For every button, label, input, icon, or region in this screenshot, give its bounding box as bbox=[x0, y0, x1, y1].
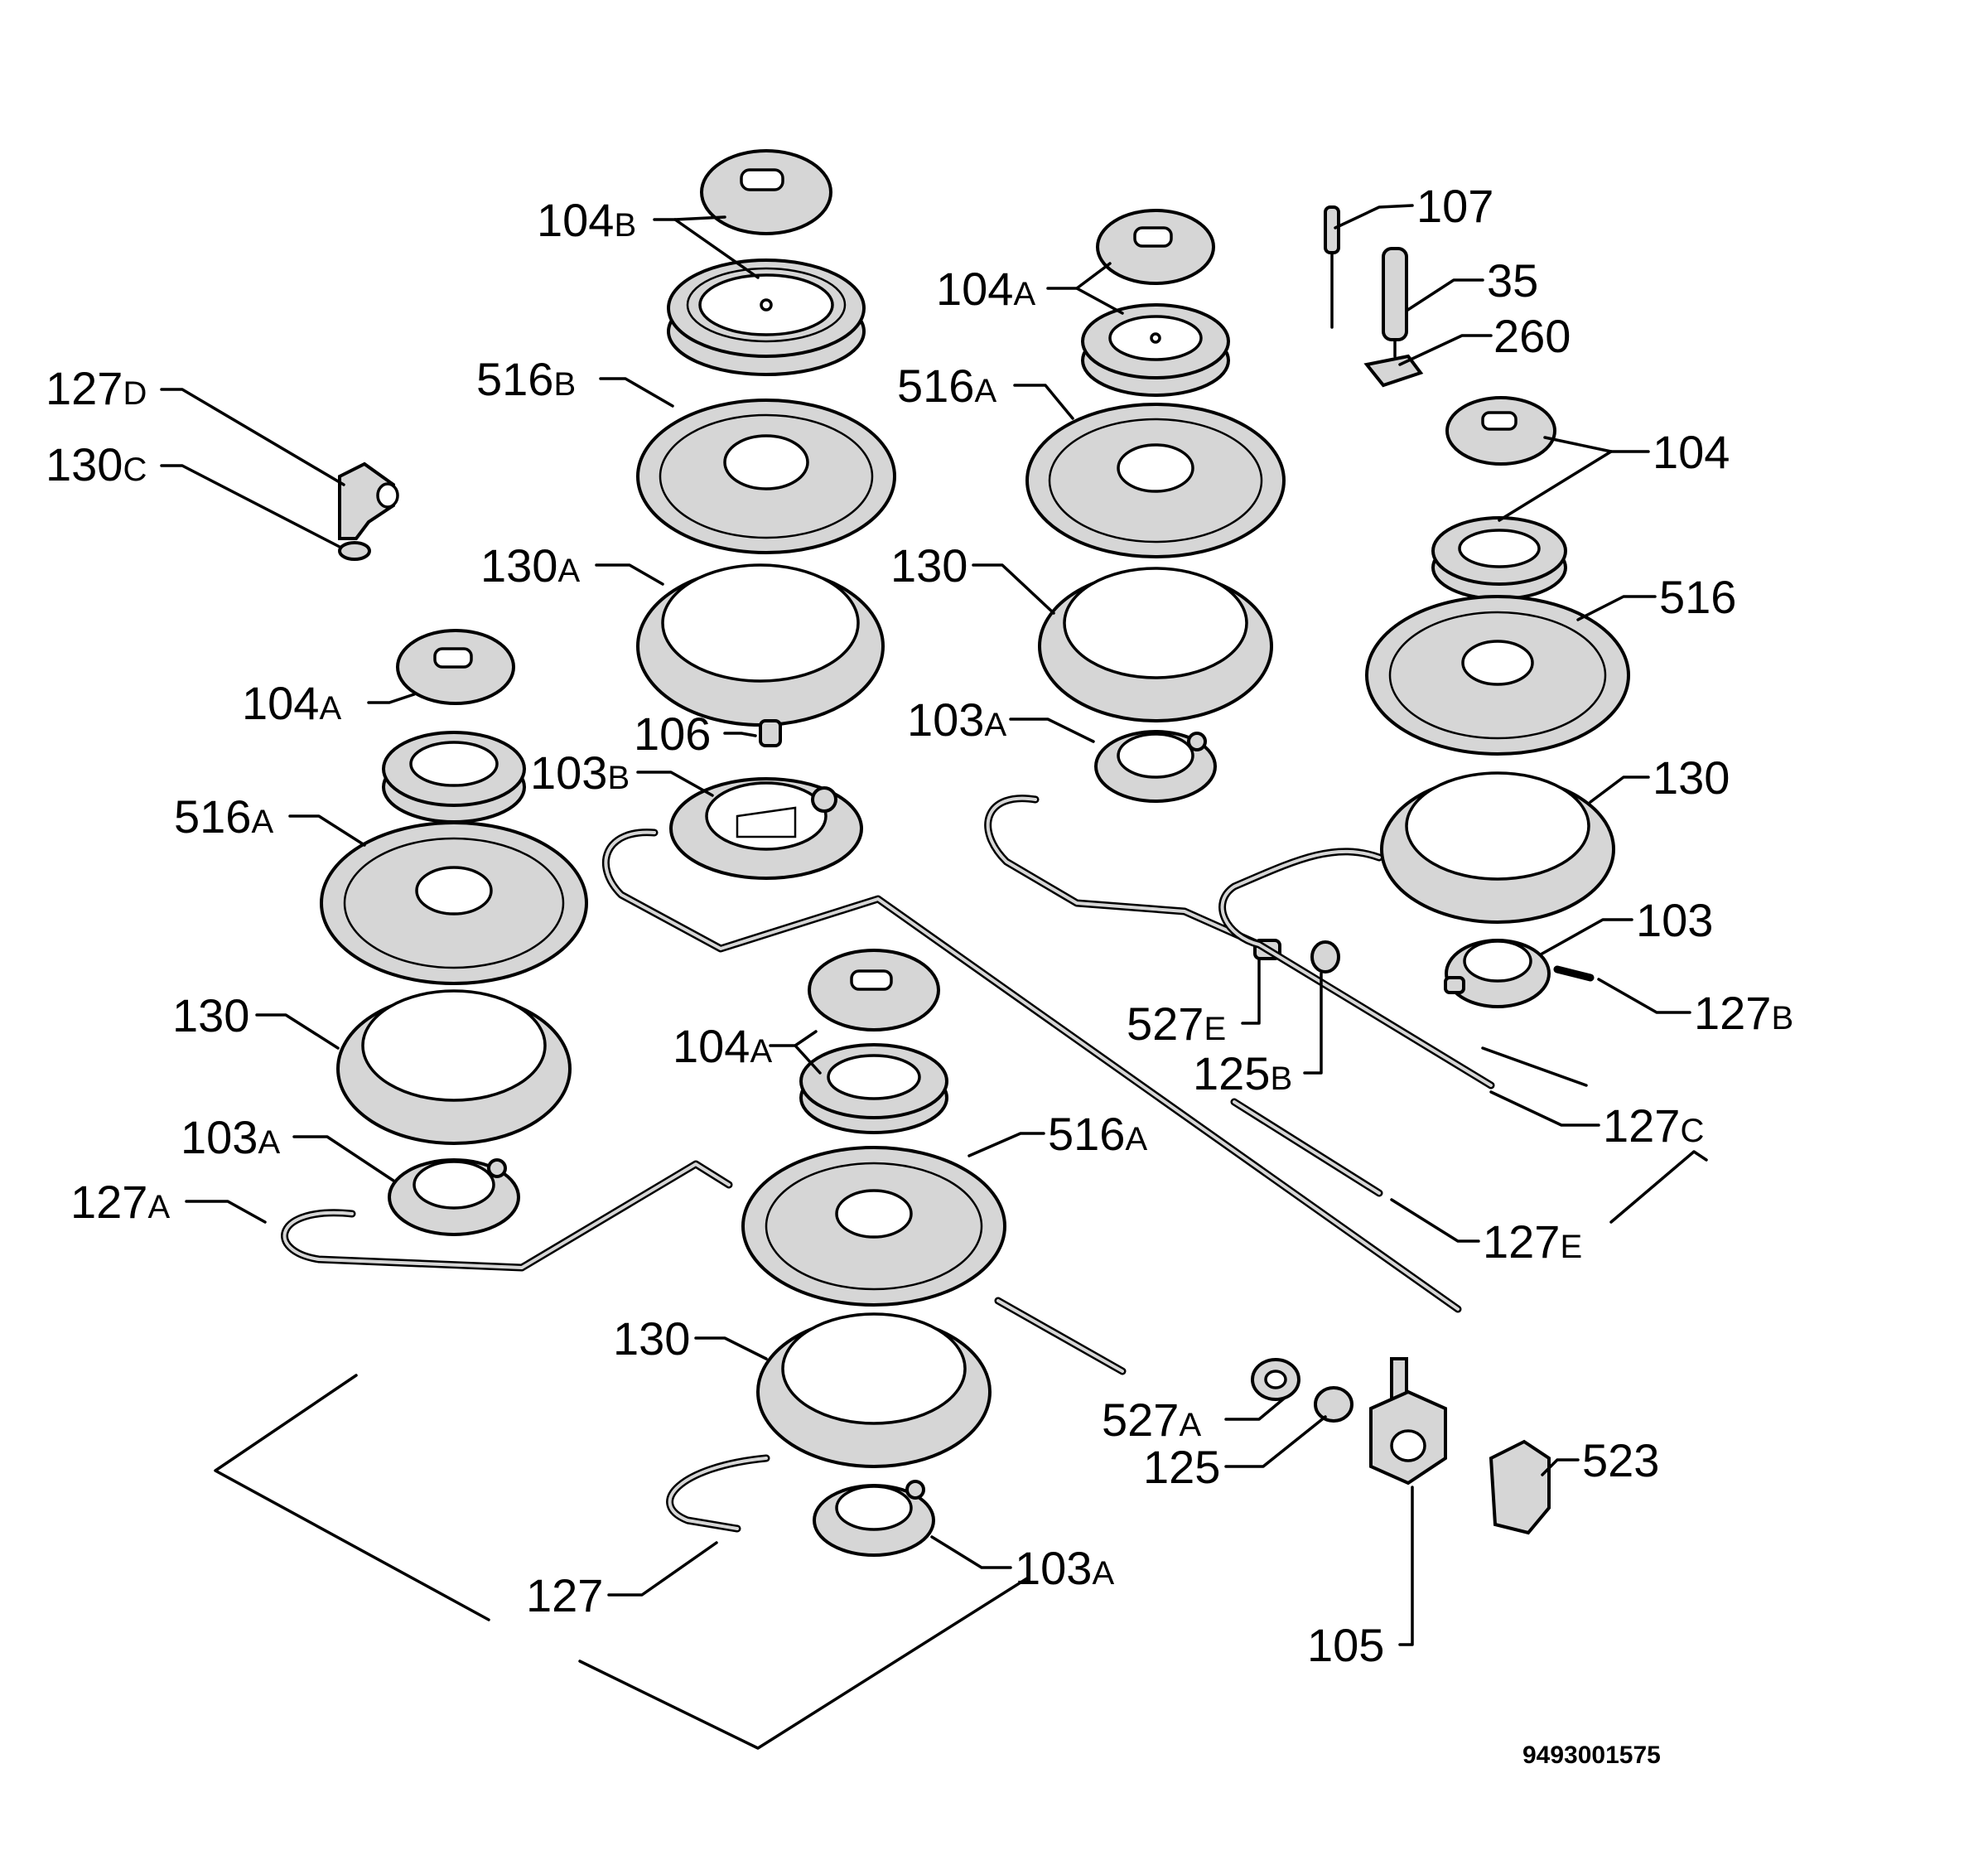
burner-104-crown bbox=[1431, 516, 1567, 601]
burner-104a-bottom-cap bbox=[808, 949, 940, 1032]
label-516a-bottom: 516A bbox=[1048, 1108, 1147, 1160]
group-brackets bbox=[214, 1150, 1708, 1750]
label-125b: 125B bbox=[1193, 1047, 1292, 1099]
label-516: 516 bbox=[1659, 571, 1736, 623]
burner-516a-left-plate bbox=[320, 821, 588, 985]
gas-tubes bbox=[281, 795, 1595, 1533]
clip-260 bbox=[1363, 354, 1424, 388]
bracket-523 bbox=[1489, 1439, 1551, 1535]
burner-104a-top-crown bbox=[1081, 303, 1230, 397]
burner-516-plate bbox=[1365, 595, 1630, 756]
burner-104a-bottom-crown bbox=[799, 1043, 948, 1134]
label-107: 107 bbox=[1416, 180, 1493, 232]
burner-130-bottom-ring bbox=[756, 1312, 992, 1468]
injector-106 bbox=[759, 719, 782, 747]
burner-103a-bottom-cup bbox=[813, 1480, 935, 1557]
burner-103b-cup bbox=[669, 777, 863, 880]
elbow-127d bbox=[338, 461, 399, 540]
label-516a-left: 516A bbox=[174, 790, 273, 843]
drawing-reference-number: 9493001575 bbox=[1522, 1742, 1661, 1769]
burner-104b-cap bbox=[700, 149, 832, 235]
burner-104b-crown bbox=[667, 258, 866, 376]
burner-104a-left-crown bbox=[382, 731, 526, 824]
label-516b: 516B bbox=[476, 353, 576, 405]
washer-130c bbox=[338, 541, 371, 561]
label-103a-bottom: 103A bbox=[1015, 1542, 1114, 1594]
label-130-bottom: 130 bbox=[613, 1312, 690, 1365]
label-104a-bottom: 104A bbox=[673, 1020, 772, 1072]
label-127c: 127C bbox=[1603, 1099, 1704, 1152]
label-130c: 130C bbox=[46, 438, 147, 490]
burner-516a-bottom-plate bbox=[741, 1146, 1006, 1307]
label-127d: 127D bbox=[46, 362, 147, 414]
label-104a-top: 104A bbox=[936, 263, 1035, 315]
label-35: 35 bbox=[1487, 254, 1538, 307]
label-104b: 104B bbox=[537, 194, 636, 246]
burner-130-left-ring bbox=[336, 989, 572, 1145]
label-106: 106 bbox=[634, 708, 711, 760]
burner-130-right-ring bbox=[1380, 771, 1615, 924]
label-127b: 127B bbox=[1694, 987, 1793, 1039]
label-260: 260 bbox=[1493, 310, 1571, 362]
label-523: 523 bbox=[1582, 1434, 1659, 1486]
leader-lines bbox=[160, 204, 1691, 1646]
nut-125 bbox=[1314, 1386, 1353, 1423]
label-130-mid: 130 bbox=[890, 539, 967, 592]
thermocouple-107 bbox=[1324, 205, 1340, 329]
label-104a-left: 104A bbox=[242, 677, 341, 729]
label-130-right: 130 bbox=[1653, 751, 1730, 804]
burner-104a-top-cap bbox=[1096, 209, 1215, 285]
label-103a-mid: 103A bbox=[907, 693, 1006, 746]
label-103: 103 bbox=[1636, 894, 1713, 946]
label-105: 105 bbox=[1307, 1619, 1384, 1671]
label-527e: 527E bbox=[1127, 998, 1226, 1050]
nut-125b bbox=[1310, 940, 1340, 974]
burner-130a-ring bbox=[636, 563, 885, 727]
burner-103-cup bbox=[1444, 939, 1551, 1008]
part-labels: 104B 127D 130C 516B 130A 104A 516A 130 1… bbox=[46, 180, 1793, 1671]
label-130-left: 130 bbox=[172, 989, 249, 1041]
burner-103a-left-cup bbox=[388, 1158, 520, 1236]
burner-104a-left-cap bbox=[396, 629, 515, 705]
burner-130-mid-ring bbox=[1038, 567, 1273, 722]
burner-516a-top-plate bbox=[1025, 403, 1286, 558]
spark-plug-35 bbox=[1382, 247, 1408, 358]
label-103a-left: 103A bbox=[181, 1111, 280, 1163]
burner-103a-mid-cup bbox=[1094, 730, 1217, 803]
label-516a-top: 516A bbox=[897, 360, 996, 412]
label-127: 127 bbox=[526, 1569, 603, 1621]
label-527a: 527A bbox=[1102, 1394, 1201, 1446]
label-130a: 130A bbox=[480, 539, 580, 592]
label-127e: 127E bbox=[1483, 1215, 1582, 1268]
label-125: 125 bbox=[1143, 1441, 1220, 1493]
label-103b: 103B bbox=[530, 746, 630, 799]
label-127a: 127A bbox=[70, 1176, 170, 1228]
burner-104-cap bbox=[1445, 396, 1556, 466]
burner-516b-plate bbox=[636, 399, 896, 554]
nut-527a bbox=[1251, 1358, 1300, 1401]
gas-valve-105 bbox=[1369, 1357, 1447, 1486]
label-104: 104 bbox=[1653, 426, 1730, 478]
